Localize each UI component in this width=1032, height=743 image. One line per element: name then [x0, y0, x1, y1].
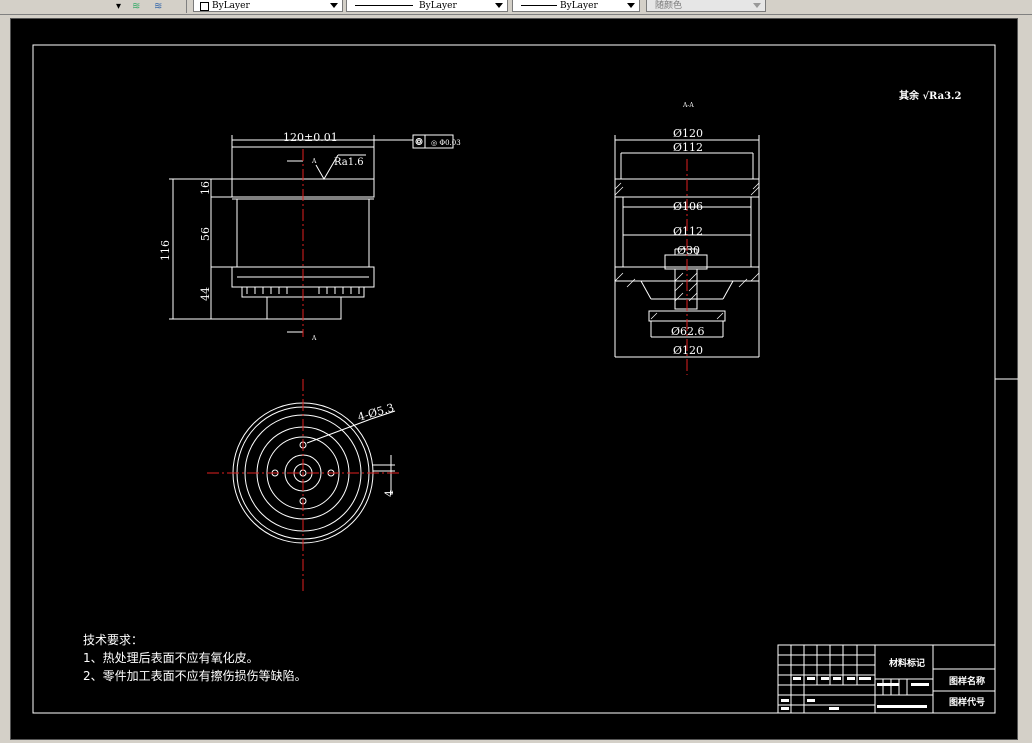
drawing-canvas[interactable]: 其余 √Ra3.2 A-A	[10, 18, 1018, 740]
dim-height-16: 16	[199, 181, 212, 195]
tech-requirement-item: 2、零件加工表面不应有擦伤损伤等缺陷。	[83, 669, 307, 683]
dim-d120-bottom: Ø120	[673, 344, 703, 357]
surface-finish-note: 其余 √Ra3.2	[899, 89, 962, 102]
toolbar-separator	[186, 0, 187, 13]
section-letter-top: A	[311, 158, 317, 165]
linetype-preview	[355, 5, 413, 6]
roughness-label: Ra1.6	[334, 157, 364, 168]
layer-previous-icon[interactable]: ≋	[154, 1, 163, 12]
dim-d120-top: Ø120	[673, 127, 703, 140]
dim-holes: 4-Ø5.3	[356, 401, 395, 424]
material-mark-label: 材料标记	[888, 657, 925, 669]
section-hatching	[614, 182, 760, 320]
dim-d62-6: Ø62.6	[671, 325, 705, 338]
dim-d30: Ø30	[677, 244, 700, 257]
title-block-fills	[781, 677, 929, 710]
chevron-down-icon	[330, 3, 338, 8]
dim-d112-top: Ø112	[673, 141, 703, 154]
color-control-select[interactable]: ByLayer	[193, 0, 343, 12]
dropdown-arrow-icon[interactable]: ▾	[116, 1, 122, 12]
tech-requirement-item: 1、热处理后表面不应有氧化皮。	[83, 651, 259, 665]
chevron-down-icon	[753, 3, 761, 8]
color-control-value: ByLayer	[212, 1, 250, 11]
plot-style-control-select[interactable]: 随颜色	[646, 0, 766, 12]
tolerance-frame-label: ◎ Φ0.03	[431, 139, 461, 147]
linetype-control-select[interactable]: ByLayer	[346, 0, 508, 12]
dim-d106: Ø106	[673, 200, 703, 213]
dim-offset: 4	[383, 490, 396, 497]
title-block	[777, 644, 996, 714]
color-swatch-icon	[200, 2, 209, 11]
cad-drawing[interactable]: 其余 √Ra3.2 A-A	[11, 19, 1019, 741]
drawing-name-label: 图样名称	[949, 675, 985, 687]
lineweight-control-select[interactable]: ByLayer	[512, 0, 640, 12]
dim-height-44: 44	[199, 287, 212, 301]
drawing-code-label: 图样代号	[949, 696, 985, 708]
properties-toolbar: ▾ ≋ ≋ ByLayer ByLayer ByLayer 随颜色	[0, 0, 1032, 15]
tech-requirements: 技术要求： 1、热处理后表面不应有氧化皮。 2、零件加工表面不应有擦伤损伤等缺陷…	[83, 631, 307, 685]
plot-style-value: 随颜色	[655, 1, 683, 11]
layer-states-icon[interactable]: ≋	[132, 1, 141, 12]
dim-height-56: 56	[199, 227, 212, 241]
chevron-down-icon	[627, 3, 635, 8]
lineweight-preview	[521, 5, 557, 6]
section-mark-label: A-A	[682, 102, 694, 109]
dim-width-label: 120±0.01	[283, 131, 338, 144]
chevron-down-icon	[495, 3, 503, 8]
drawing-frame	[32, 44, 996, 714]
tech-requirements-title: 技术要求：	[83, 633, 144, 647]
linetype-control-value: ByLayer	[419, 1, 457, 11]
dim-d112-mid: Ø112	[673, 225, 703, 238]
dim-total-height: 116	[159, 240, 172, 261]
section-letter-bottom: A	[311, 335, 317, 342]
lineweight-control-value: ByLayer	[560, 1, 598, 11]
